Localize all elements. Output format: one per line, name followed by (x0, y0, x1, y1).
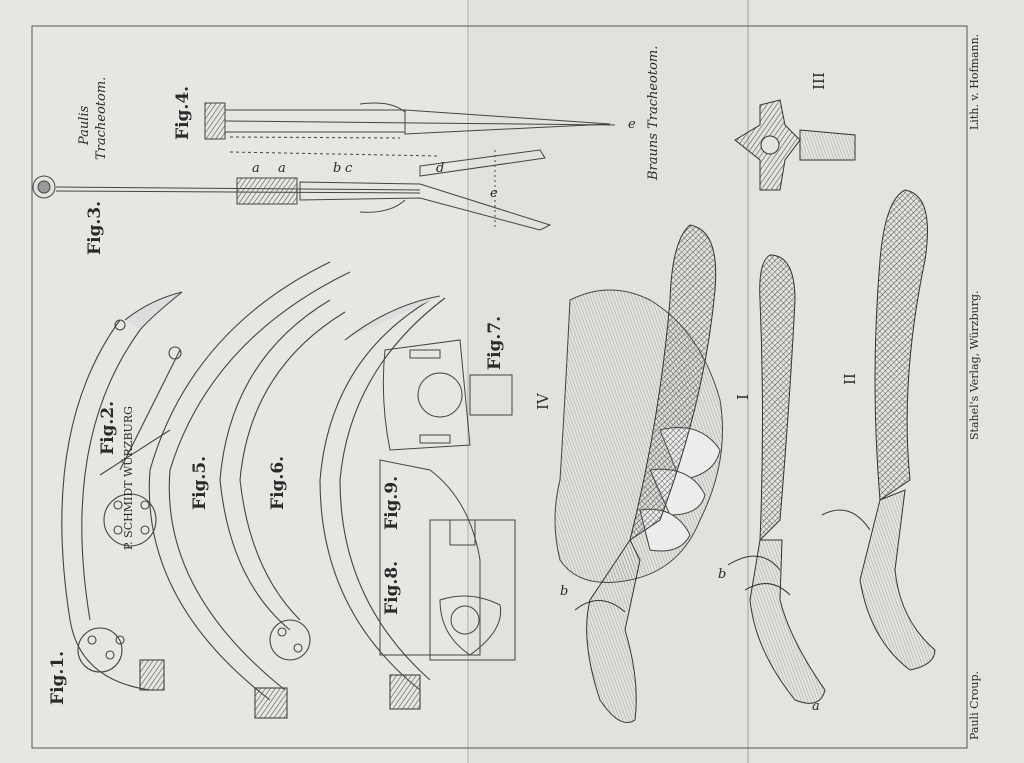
letter-b: b (718, 567, 726, 582)
letter-a: a (278, 161, 286, 176)
stamp-text: P. SCHMIDT WÜRZBURG (121, 406, 135, 550)
credit-center: Stahel's Verlag, Würzburg. (968, 290, 981, 440)
fig4-label: Fig.4. (173, 86, 193, 140)
letter-d: d (436, 161, 444, 176)
fig7-label: Fig.7. (485, 316, 505, 370)
fig7-shield (382, 339, 513, 451)
plate-border (31, 25, 968, 749)
fig4-instrument (204, 102, 616, 231)
fig8-label: Fig.8. (382, 561, 402, 615)
fig5-instrument (219, 299, 346, 661)
credit-left: Pauli Croup. (968, 671, 981, 740)
braun-knife-IV (574, 224, 717, 723)
fig5-label: Fig.5. (190, 456, 210, 510)
fig9-label: Fig.9. (382, 476, 402, 530)
fig2-instrument (99, 261, 351, 719)
roman-I: I (734, 394, 752, 400)
fig8-9-parts (379, 459, 516, 661)
fig6-label: Fig.6. (268, 456, 288, 510)
letter-a: a (252, 161, 260, 176)
letter-e: e (490, 186, 498, 201)
braun-knife-I (727, 254, 826, 704)
fig3-label: Fig.3. (85, 201, 105, 255)
fig6-instrument (319, 295, 446, 710)
fig-III-shield (734, 99, 856, 191)
pauli-title: Paulis (77, 105, 92, 146)
fig1-label: Fig.1. (48, 651, 68, 705)
braun-knife-II (821, 189, 936, 671)
letter-c: c (345, 161, 353, 176)
credit-right: Lith. v. Hofmann. (968, 34, 981, 130)
roman-IV: IV (534, 392, 552, 410)
letter-b: b (560, 584, 568, 599)
pauli-subtitle: Tracheotom. (94, 77, 109, 160)
braun-title: Brauns Tracheotom. (646, 46, 661, 181)
letter-e: e (628, 117, 636, 132)
fig2-label: Fig.2. (98, 401, 118, 455)
roman-II: II (841, 373, 859, 385)
fig1-instrument (61, 291, 183, 691)
letter-b: b (333, 161, 341, 176)
roman-III: III (810, 72, 828, 90)
letter-a: a (812, 699, 820, 714)
